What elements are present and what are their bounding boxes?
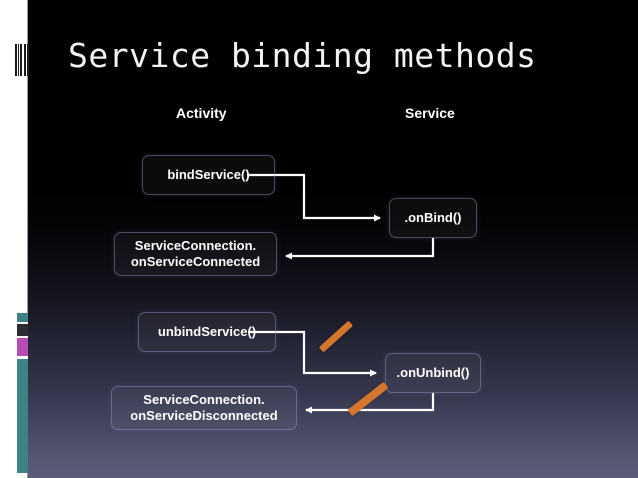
- stripe-decoration-icon: [15, 44, 29, 76]
- margin-divider: [27, 0, 28, 478]
- node-on-service-connected[interactable]: ServiceConnection. onServiceConnected: [114, 232, 277, 276]
- strike-mark-icon: [318, 320, 354, 353]
- node-on-service-disconnected-line1: ServiceConnection.: [143, 391, 265, 407]
- node-on-service-disconnected-line2: onServiceDisconnected: [130, 408, 278, 423]
- page-title: Service binding methods: [68, 36, 537, 75]
- strike-mark-icon: [347, 381, 389, 417]
- node-on-service-connected-line2: onServiceConnected: [130, 254, 261, 269]
- column-header-activity: Activity: [176, 105, 227, 121]
- node-unbind-service[interactable]: unbindService(): [138, 312, 276, 352]
- sidebar-accent-bar: [17, 313, 28, 473]
- node-on-unbind[interactable]: .onUnbind(): [385, 353, 481, 393]
- node-on-bind[interactable]: .onBind(): [389, 198, 477, 238]
- slide-body: Service binding methods Activity Service…: [28, 0, 638, 478]
- column-header-service: Service: [405, 105, 455, 121]
- node-bind-service[interactable]: bindService(): [142, 155, 275, 195]
- node-on-service-disconnected[interactable]: ServiceConnection. onServiceDisconnected: [111, 386, 297, 430]
- node-on-service-connected-line1: ServiceConnection.: [134, 237, 257, 253]
